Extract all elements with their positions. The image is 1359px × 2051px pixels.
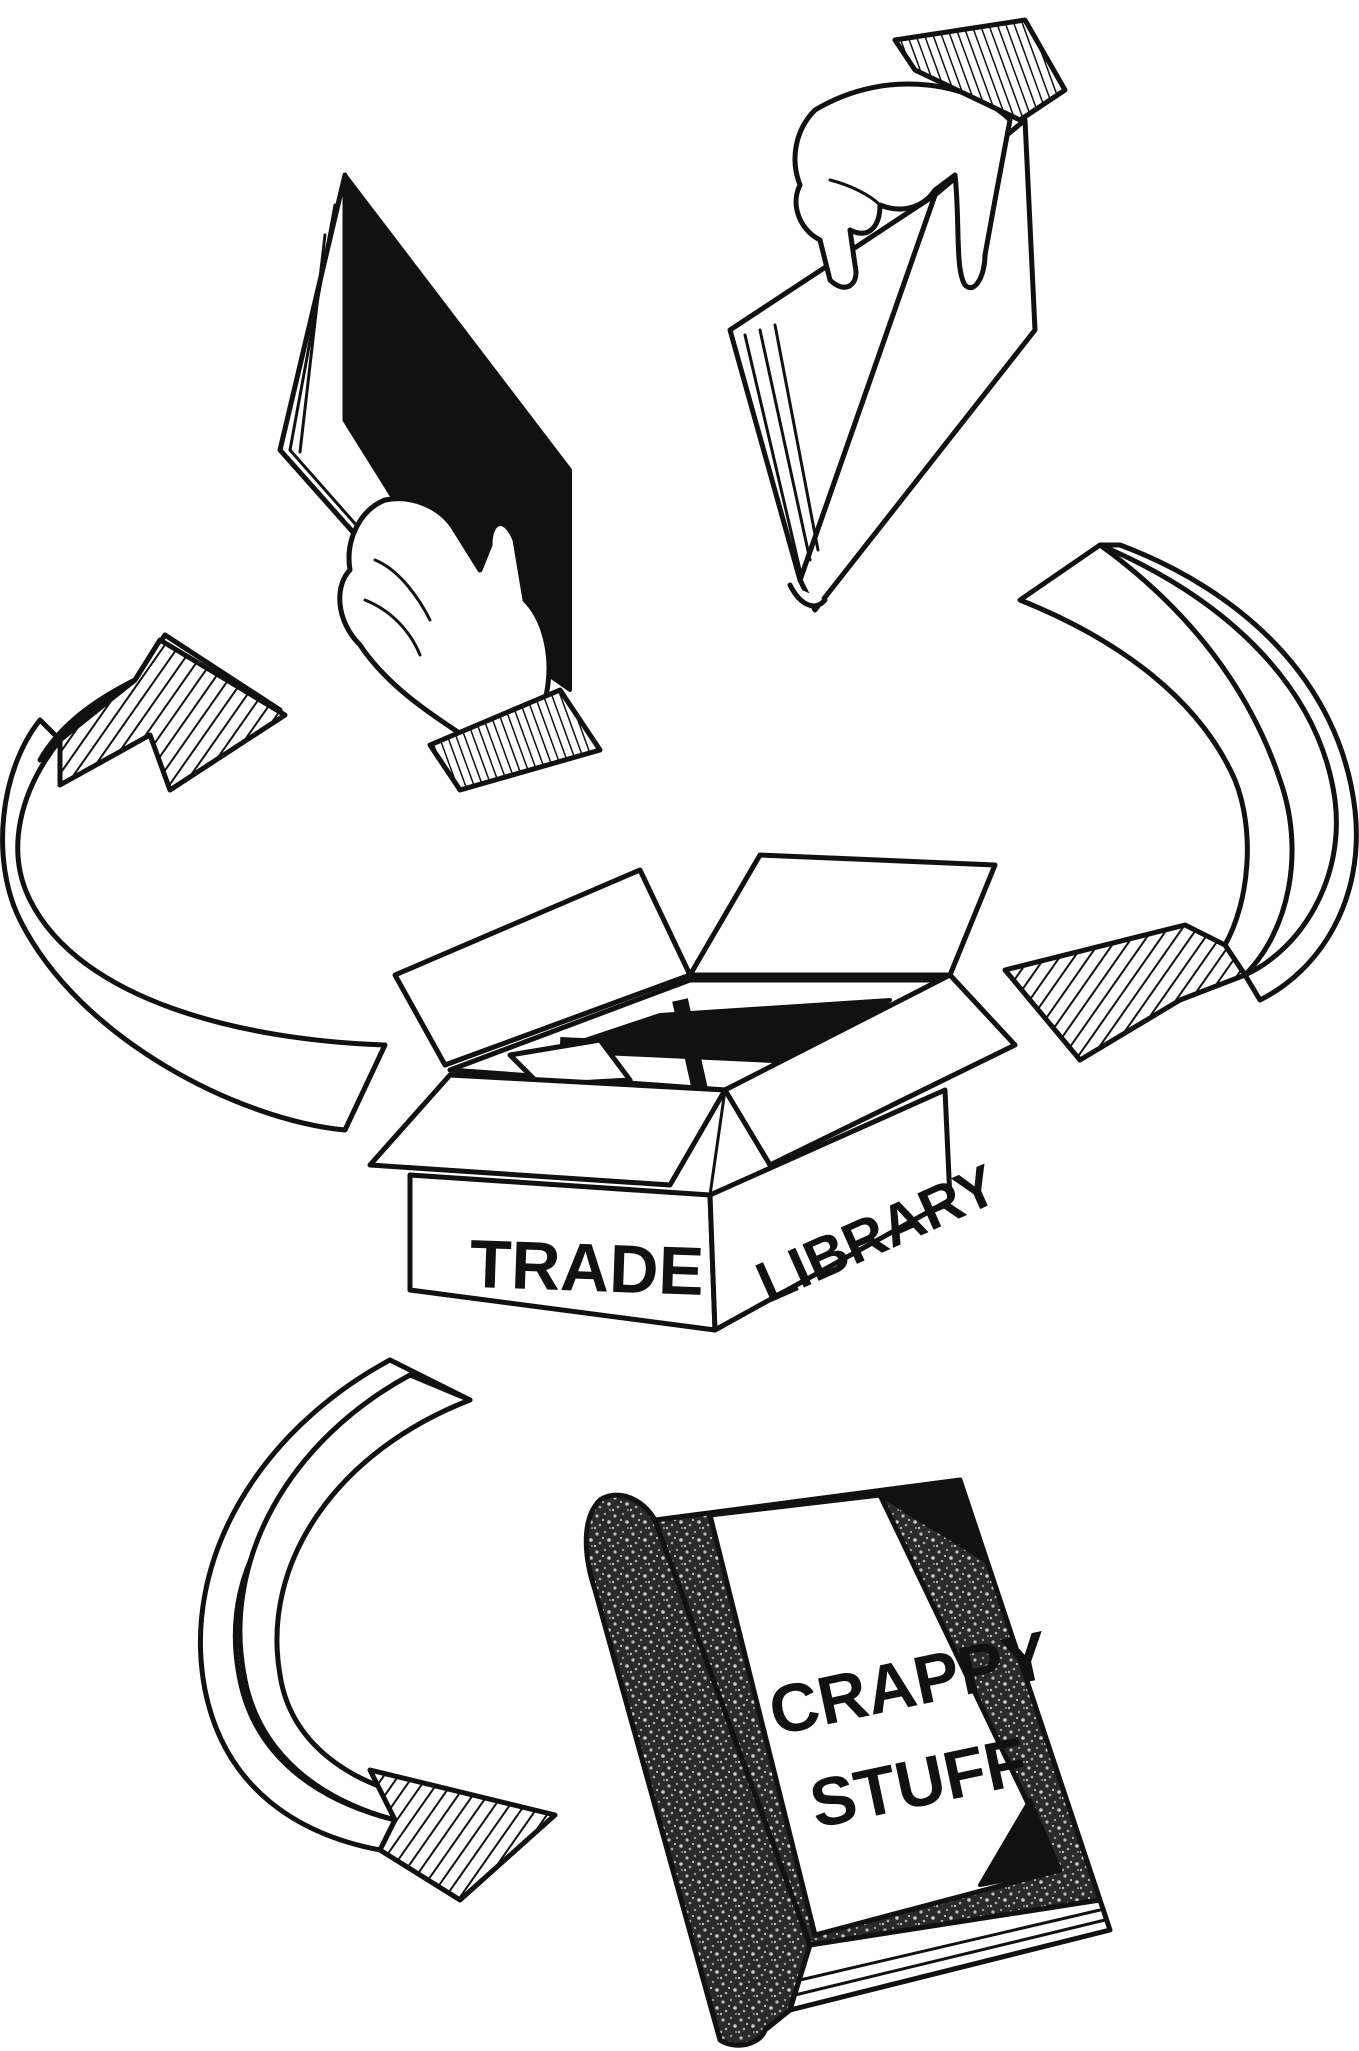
curved-arrow-icon: [3, 635, 385, 1130]
hand-holding-black-book-icon: [280, 175, 600, 790]
box-label-front: TRADE: [468, 1226, 705, 1310]
curved-arrow-icon: [200, 1360, 555, 1900]
curved-arrow-icon: [1005, 545, 1356, 1060]
crappy-stuff-book-icon: CRAPPY STUFF: [586, 1480, 1110, 2045]
hand-holding-open-book-icon: [730, 20, 1065, 610]
open-cardboard-box-icon: TRADE LIBRARY: [370, 855, 1015, 1330]
